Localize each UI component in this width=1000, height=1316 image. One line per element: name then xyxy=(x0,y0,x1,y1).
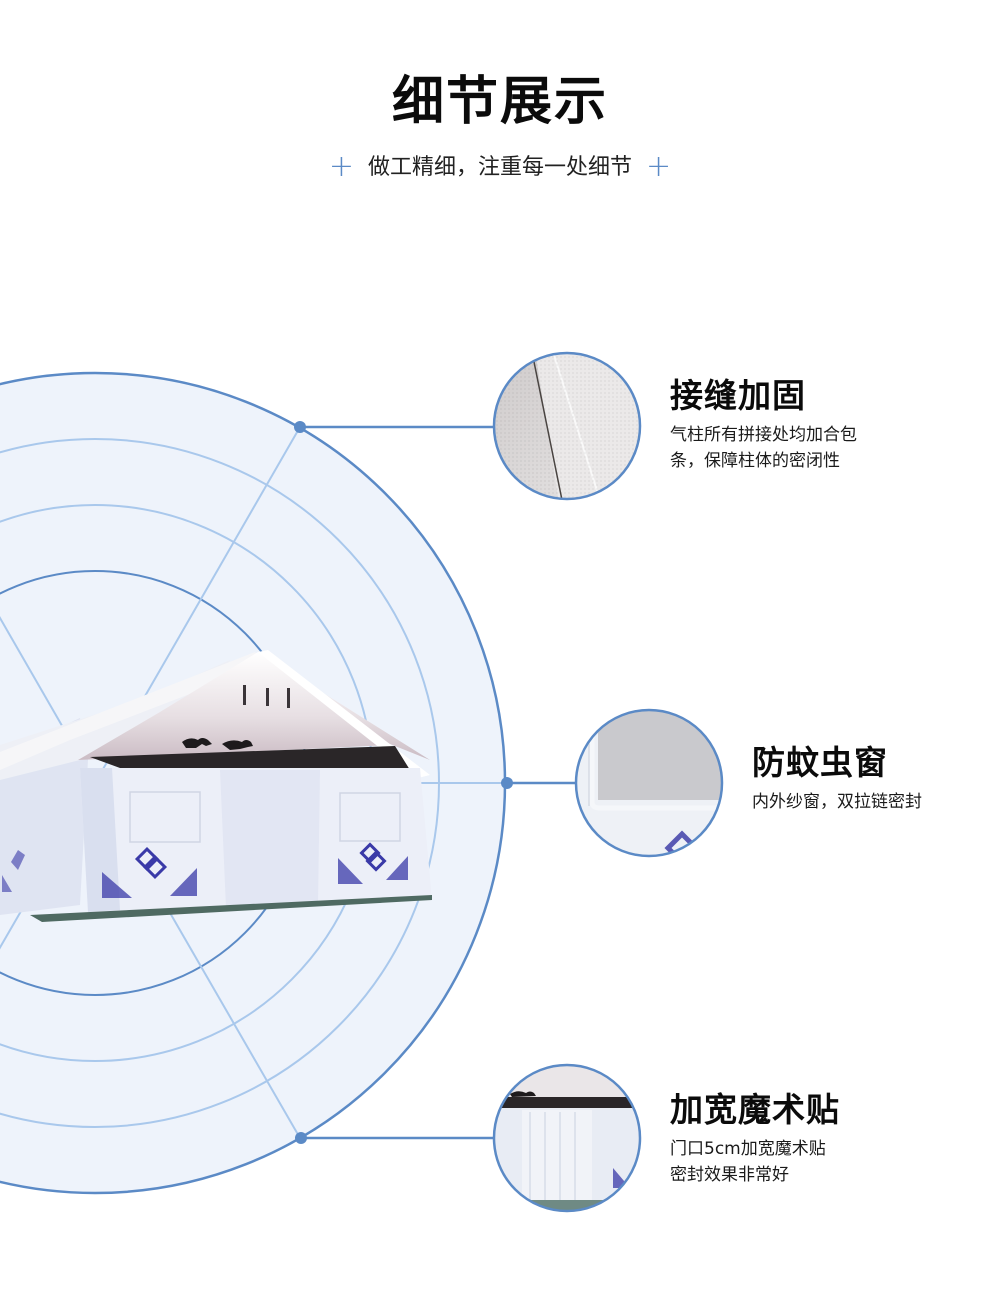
tent-image xyxy=(0,650,432,922)
feature-seam-reinforcement: 接缝加固 气柱所有拼接处均加合包 条，保障柱体的密闭性 xyxy=(670,376,857,474)
feature-mosquito-window: 防蚊虫窗 内外纱窗，双拉链密封 xyxy=(752,743,922,815)
plus-icon: + xyxy=(328,149,354,184)
feature-wide-velcro: 加宽魔术贴 门口5cm加宽魔术贴 密封效果非常好 xyxy=(670,1090,840,1188)
feature-title: 加宽魔术贴 xyxy=(670,1090,840,1129)
feature-description: 内外纱窗，双拉链密封 xyxy=(752,792,922,812)
seam-closeup-photo xyxy=(492,351,642,501)
feature-description: 门口5cm加宽魔术贴 密封效果非常好 xyxy=(670,1139,826,1185)
connectors xyxy=(294,421,576,1144)
velcro-door-photo xyxy=(492,1063,642,1213)
subtitle-text: 做工精细，注重每一处细节 xyxy=(367,155,632,180)
connector-dot-icon xyxy=(295,1132,307,1144)
page-subtitle: + 做工精细，注重每一处细节 + xyxy=(0,152,1000,183)
connector-dot-icon xyxy=(501,777,513,789)
feature-title: 接缝加固 xyxy=(670,376,806,415)
plus-icon: + xyxy=(646,149,672,184)
connector-dot-icon xyxy=(294,421,306,433)
feature-title: 防蚊虫窗 xyxy=(752,743,888,782)
mosquito-window-photo xyxy=(574,708,724,858)
feature-description: 气柱所有拼接处均加合包 条，保障柱体的密闭性 xyxy=(670,425,857,471)
page-title: 细节展示 xyxy=(391,72,608,132)
